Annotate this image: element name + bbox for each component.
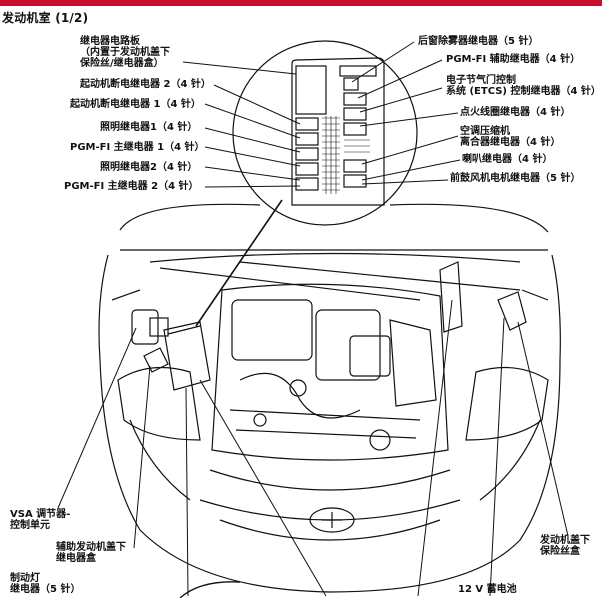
etcs-line-1: 电子节气门控制 (446, 75, 516, 86)
label-rear-defog: 后窗除雾器继电器（5 针） (418, 36, 539, 47)
magnifier-circle (232, 40, 418, 226)
etcs-line-2: 系统 (ETCS) 控制继电器（4 针） (446, 86, 601, 97)
label-lighting-1: 照明继电器1（4 针） (100, 122, 198, 133)
label-ac-clutch: 空调压缩机 离合器继电器（4 针） (460, 126, 560, 148)
brake-relay (497, 291, 527, 331)
aux-relay-box (143, 347, 169, 373)
vsa-line-1: VSA 调节器- (10, 509, 71, 520)
ac-line-1: 空调压缩机 (460, 126, 510, 137)
leader-lines-left (182, 61, 301, 188)
accent-bar (0, 0, 602, 6)
vsa-line-2: 控制单元 (10, 520, 50, 531)
label-pgmfi-main-2: PGM-FI 主继电器 2（4 针） (64, 181, 199, 192)
engine-block (211, 283, 449, 461)
label-etcs: 电子节气门控制 系统 (ETCS) 控制继电器（4 针） (446, 75, 601, 97)
brake-line-1: 制动灯 (10, 573, 40, 584)
aux-line-2: 继电器盒 (56, 553, 96, 564)
label-starter-cut-2: 起动机断电继电器 2（4 针） (80, 79, 211, 90)
label-aux-relay-box: 辅助发动机盖下 继电器盒 (56, 542, 126, 564)
vsa-unit (131, 309, 169, 345)
leader-lines-right (351, 41, 461, 185)
aux-line-1: 辅助发动机盖下 (56, 542, 126, 553)
label-starter-cut-1: 起动机断电继电器 1（4 针） (70, 99, 201, 110)
label-lighting-2: 照明继电器2（4 针） (100, 162, 198, 173)
relay-panel-title: 继电器电路板 (80, 36, 140, 47)
label-pgmfi-sub: PGM-FI 辅助继电器（4 针） (446, 54, 581, 65)
label-pgmfi-main-1: PGM-FI 主继电器 1（4 针） (70, 142, 205, 153)
label-brake-relay: 制动灯 继电器（5 针） (10, 573, 80, 595)
page-title: 发动机室 (1/2) (2, 9, 88, 26)
relay-panel-note-1: （内置于发动机盖下 (80, 47, 170, 58)
component-leaders (57, 299, 569, 597)
label-vsa: VSA 调节器- 控制单元 (10, 509, 70, 531)
label-relay-panel: 继电器电路板 （内置于发动机盖下 保险丝/继电器盒） (80, 36, 170, 69)
page-indicator: (1/2) (55, 11, 89, 25)
title-text: 发动机室 (2, 11, 51, 25)
label-horn: 喇叭继电器（4 针） (462, 154, 553, 165)
relay-panel (291, 57, 385, 206)
fuse-box-line-1: 发动机盖下 (540, 535, 590, 546)
under-hood-fuse-box (163, 321, 211, 391)
label-fan-motor: 前鼓风机电机继电器（5 针） (450, 173, 581, 184)
relay-panel-note-2: 保险丝/继电器盒） (80, 58, 164, 69)
label-battery: 12 V 蓄电池 (458, 584, 517, 595)
label-ignition-coil: 点火线圈继电器（4 针） (460, 107, 571, 118)
ac-line-2: 离合器继电器（4 针） (460, 137, 561, 148)
vehicle-body (98, 203, 561, 593)
battery (439, 261, 463, 333)
brake-line-2: 继电器（5 针） (10, 584, 81, 595)
fuse-box-line-2: 保险丝盒 (540, 546, 580, 557)
label-fuse-box: 发动机盖下 保险丝盒 (540, 535, 590, 557)
